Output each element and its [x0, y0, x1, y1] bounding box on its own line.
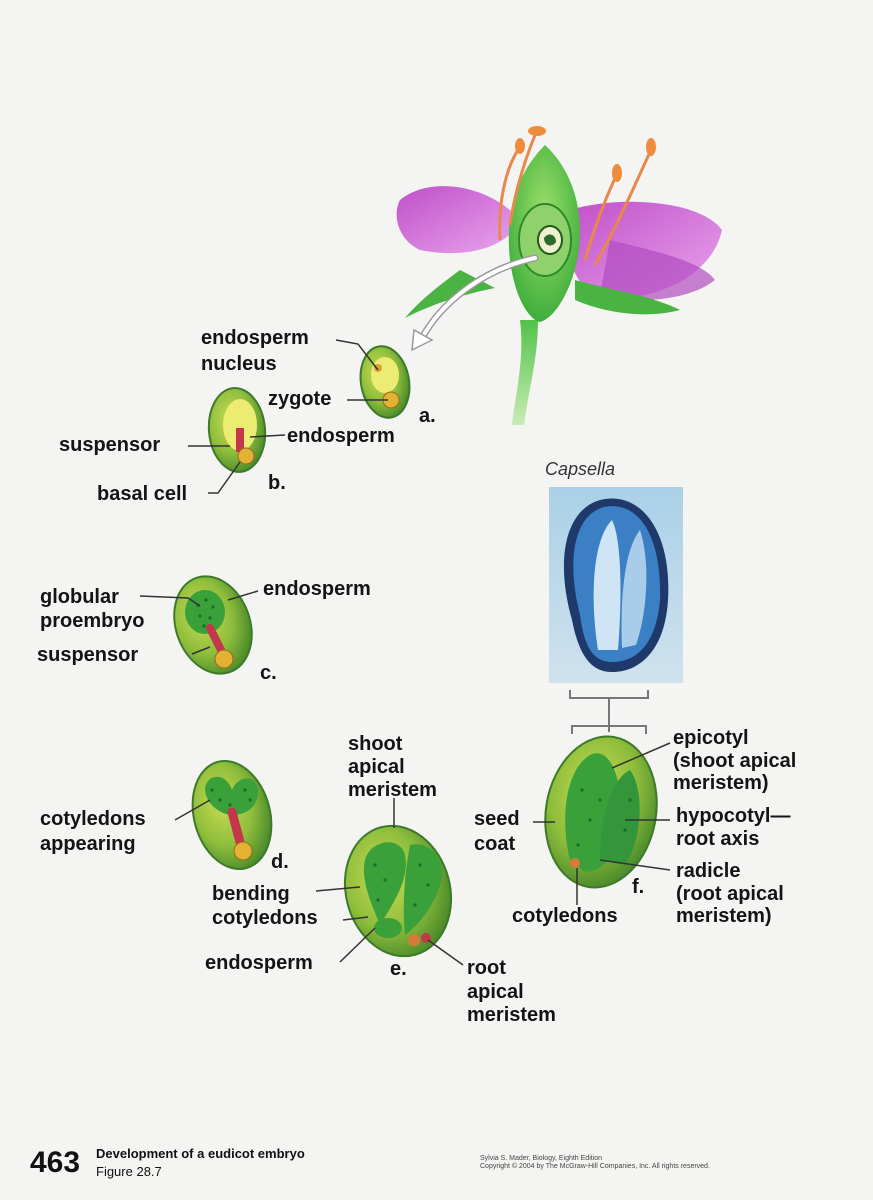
label-endosperm-b: endosperm [287, 425, 395, 447]
label-zygote: zygote [268, 388, 332, 410]
stage-letter-c: c. [260, 662, 277, 684]
label-endosperm-nucleus-line2: nucleus [201, 353, 277, 375]
stage-d-ovule [191, 759, 273, 871]
bracket-connector [569, 690, 649, 734]
label-cotyledons-appearing-line1: cotyledons [40, 808, 146, 830]
arrow-icon [411, 254, 539, 352]
label-hypocotyl-line1: hypocotyl— [676, 805, 791, 827]
label-epicotyl-line2: (shoot apical [673, 750, 797, 772]
stage-c-ovule [173, 575, 253, 675]
label-cotyledons-appearing-line2: appearing [40, 833, 136, 855]
leader-lines [139, 339, 671, 966]
flower-illustration [396, 126, 722, 425]
label-epicotyl-line3: meristem) [673, 772, 769, 794]
label-radicle-line3: meristem) [676, 905, 772, 927]
capsella-micrograph [549, 487, 683, 683]
label-radicle-line2: (root apical [676, 883, 784, 905]
label-bending-cotyledons-line2: cotyledons [212, 907, 318, 929]
label-bending-cotyledons-line1: bending [212, 883, 290, 905]
label-endosperm-e: endosperm [205, 952, 313, 974]
copyright-credit: Sylvia S. Mader, Biology, Eighth Edition… [480, 1155, 710, 1171]
stage-b-ovule [207, 387, 267, 473]
stage-letter-d: d. [271, 851, 289, 873]
label-endosperm-nucleus-line1: endosperm [201, 327, 309, 349]
stage-letter-f: f. [632, 876, 645, 898]
stage-a-ovule [359, 345, 411, 419]
label-epicotyl-line1: epicotyl [673, 727, 749, 749]
label-shoot-apical-meristem-line3: meristem [348, 779, 437, 801]
label-shoot-apical-meristem-line1: shoot [348, 733, 403, 755]
label-root-apical-meristem-line3: meristem [467, 1004, 556, 1026]
label-hypocotyl-line2: root axis [676, 828, 760, 850]
label-root-apical-meristem-line2: apical [467, 981, 524, 1003]
label-globular-line1: globular [40, 586, 119, 608]
stage-letter-b: b. [268, 472, 286, 494]
label-cotyledons-f: cotyledons [512, 905, 618, 927]
label-radicle-line1: radicle [676, 860, 741, 882]
figure-title: Development of a eudicot embryo [96, 1146, 305, 1161]
label-shoot-apical-meristem-line2: apical [348, 756, 405, 778]
label-suspensor-b: suspensor [59, 434, 161, 456]
credit-line-2: Copyright © 2004 by The McGraw-Hill Comp… [480, 1163, 710, 1170]
label-seed-coat-line1: seed [474, 808, 520, 830]
credit-line-1: Sylvia S. Mader, Biology, Eighth Edition [480, 1155, 603, 1162]
label-globular-line2: proembryo [40, 610, 145, 632]
stage-letter-a: a. [419, 405, 436, 427]
label-basal-cell: basal cell [97, 483, 188, 505]
stage-e-ovule [343, 824, 453, 958]
page-number: 463 [30, 1146, 81, 1179]
label-endosperm-c: endosperm [263, 578, 371, 600]
stage-letter-e: e. [390, 958, 407, 980]
label-capsella: Capsella [545, 459, 616, 479]
figure-label: Figure 28.7 [96, 1164, 162, 1179]
stage-f-seed [544, 735, 658, 889]
label-suspensor-c: suspensor [37, 644, 139, 666]
label-seed-coat-line2: coat [474, 833, 516, 855]
label-root-apical-meristem-line1: root [467, 957, 506, 979]
